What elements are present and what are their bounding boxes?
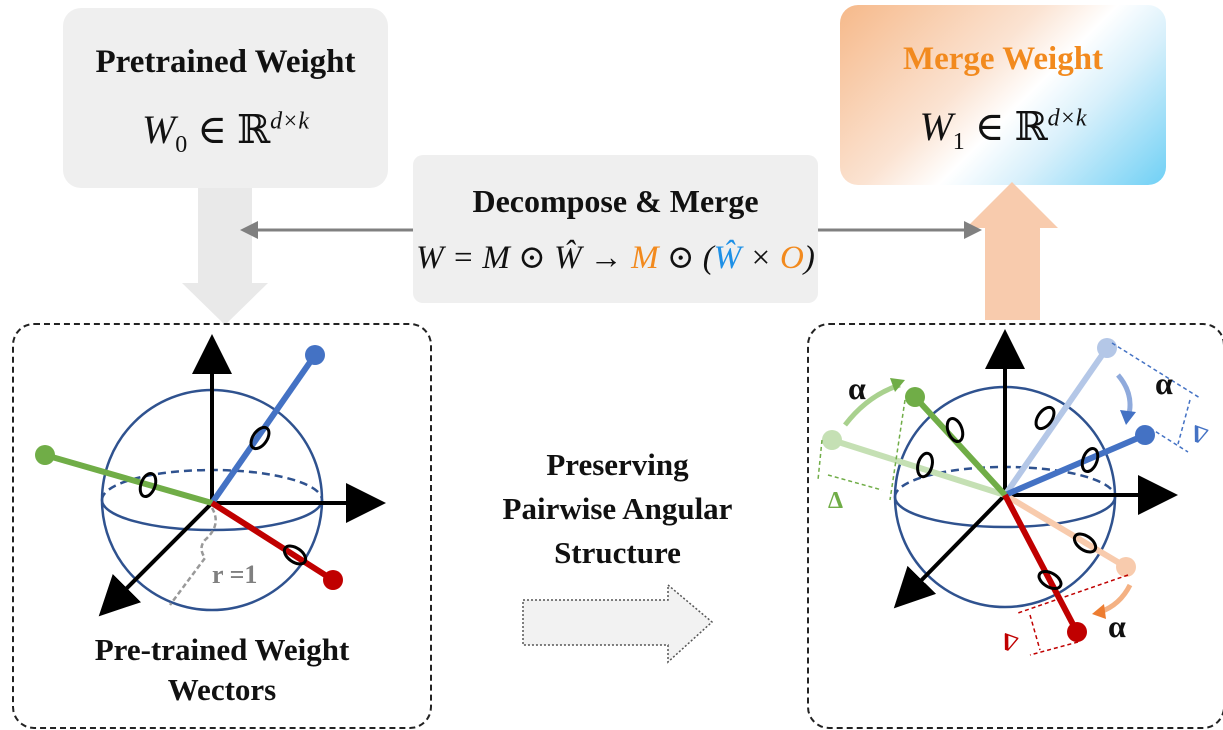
blue-delta-guides	[1111, 342, 1201, 453]
right-gray-arrowhead	[964, 221, 982, 239]
red-vector	[210, 500, 335, 583]
faded-blue-vector	[1002, 346, 1110, 497]
merged-vectors-panel	[807, 323, 1223, 729]
radius-label: r =1	[212, 560, 258, 589]
green-angle-marker	[138, 471, 158, 499]
left-gray-arrowhead	[240, 221, 258, 239]
decompose-merge-box: Decompose & Merge W = M ⊙ Ŵ → M ⊙ (Ŵ × O…	[413, 155, 818, 303]
angle-marker	[1080, 446, 1100, 474]
green-delta-label: Δ	[828, 488, 844, 514]
faded-blue-tip	[1097, 338, 1117, 358]
red-angle-marker	[282, 544, 308, 566]
faded-red-vector	[1003, 492, 1128, 570]
equator-front	[893, 496, 1117, 529]
green-vector-tip	[905, 387, 925, 407]
blue-vector-tip	[305, 345, 325, 365]
red-vector-tip	[1067, 622, 1087, 642]
red-alpha-label: α	[1108, 608, 1126, 644]
blue-vector-tip	[1135, 425, 1155, 445]
down-arrow	[182, 188, 268, 325]
y-axis	[98, 501, 214, 617]
green-delta-guides	[817, 399, 906, 501]
green-alpha-label: α	[848, 370, 866, 406]
equator-front	[100, 499, 324, 532]
red-vector	[1002, 493, 1080, 634]
blue-rotation-arrowhead	[1120, 410, 1136, 425]
red-delta-guides	[1017, 574, 1129, 656]
merge-weight-box: Merge Weight W1 ∈ ℝd×k	[840, 5, 1166, 185]
pretrained-weight-box: Pretrained Weight W0 ∈ ℝd×k	[63, 8, 388, 188]
angle-marker	[945, 416, 965, 444]
y-axis	[893, 493, 1007, 609]
pretrained-weight-title: Pretrained Weight	[95, 44, 356, 80]
radius-brace	[168, 507, 217, 606]
blue-vector	[209, 353, 318, 505]
pretrained-vectors-panel	[12, 323, 432, 729]
blue-alpha-label: α	[1155, 365, 1173, 401]
angle-marker	[1072, 532, 1098, 554]
blue-angle-marker	[249, 425, 271, 451]
green-vector	[44, 452, 213, 506]
merge-weight-title: Merge Weight	[902, 41, 1104, 77]
decompose-merge-equation: W = M ⊙ Ŵ → M ⊙ (Ŵ × O)	[416, 240, 815, 276]
decompose-merge-title: Decompose & Merge	[472, 183, 759, 219]
angle-marker	[916, 451, 934, 479]
faded-green-tip	[822, 430, 842, 450]
faded-red-tip	[1116, 557, 1136, 577]
preserving-structure-text: Preserving Pairwise Angular Structure	[502, 447, 733, 570]
pretrained-weight-formula: W0 ∈ ℝd×k	[141, 107, 310, 158]
angle-marker	[1034, 405, 1056, 431]
angle-marker	[1037, 569, 1063, 591]
blue-vector	[1003, 432, 1147, 498]
transition-arrow	[522, 583, 714, 664]
green-rotation-arrowhead	[890, 378, 905, 392]
left-panel-caption: Pre-trained Weight Wectors	[94, 632, 350, 707]
up-arrow	[966, 182, 1058, 320]
green-vector	[912, 394, 1008, 498]
green-vector-tip	[35, 445, 55, 465]
red-rotation-arrowhead	[1092, 604, 1106, 619]
red-vector-tip	[323, 570, 343, 590]
merge-weight-formula: W1 ∈ ℝd×k	[919, 104, 1087, 155]
